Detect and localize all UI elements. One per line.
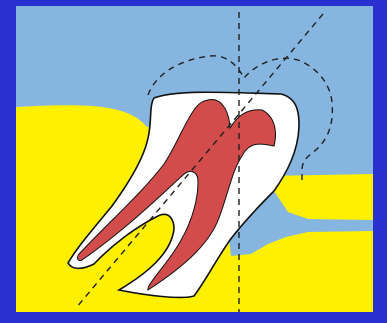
figure-panel bbox=[16, 6, 373, 312]
tooth-illustration bbox=[16, 6, 373, 312]
